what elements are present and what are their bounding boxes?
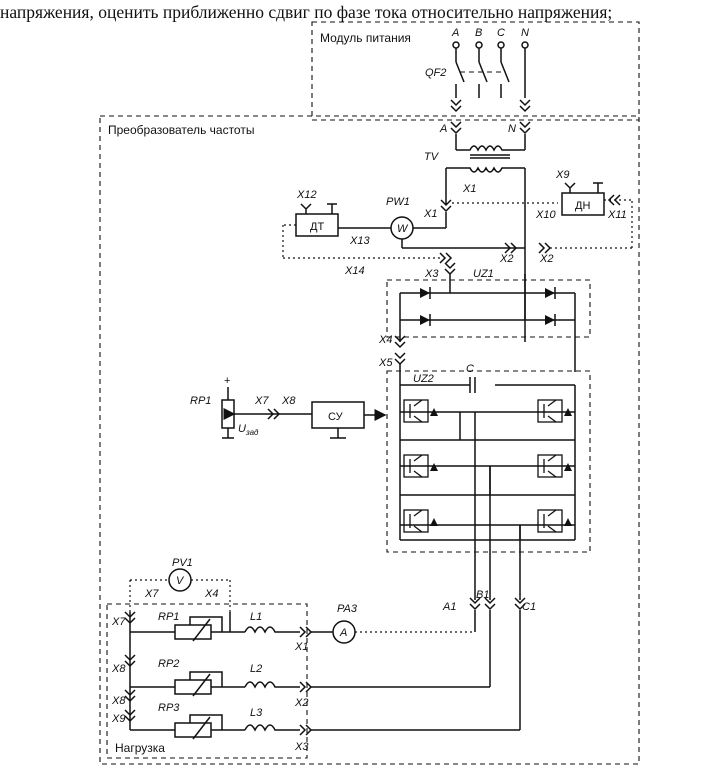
- power-module: Модуль питания A B C N QF2: [311, 21, 640, 121]
- pa3-label: PA3: [337, 603, 358, 615]
- wattmeter-pw1: W: [390, 216, 414, 240]
- qf2-label: QF2: [425, 67, 446, 79]
- pw1-label: PW1: [386, 196, 410, 208]
- conn-x4: X4: [378, 334, 392, 346]
- ammeter-symbol: A: [339, 627, 347, 639]
- inverter-uz2: [386, 364, 591, 600]
- conn-x1-top: X1: [462, 183, 476, 195]
- wattmeter-symbol: W: [397, 223, 409, 235]
- conn-x2-left: X2: [499, 253, 513, 265]
- l2-label: L2: [250, 663, 262, 675]
- load-branch-2: [130, 671, 313, 697]
- dt-label: ДТ: [310, 221, 324, 233]
- conn-x9: X9: [555, 169, 569, 181]
- conn-x14: X14: [344, 265, 365, 277]
- voltmeter-symbol: V: [176, 575, 185, 587]
- potentiometer-rp1: [221, 387, 260, 439]
- uz2-label: UZ2: [413, 373, 434, 385]
- qf2-breaker: [455, 61, 510, 98]
- pv1-label: PV1: [172, 557, 193, 569]
- load-module: Нагрузка X7 X8 X8 X9 RP1 L1 X1: [106, 603, 313, 759]
- conn-pv-x4: X4: [204, 588, 218, 600]
- phase-b-label: B: [475, 27, 482, 39]
- conn-x11: X11: [607, 209, 627, 221]
- conn-x12: X12: [296, 189, 317, 201]
- transformer-tv: [445, 134, 526, 342]
- conn-x13: X13: [349, 235, 370, 247]
- conn-a-in: A: [439, 123, 447, 135]
- cap-label: C: [466, 363, 474, 375]
- conn-x8: X8: [281, 395, 296, 407]
- l1-label: L1: [250, 611, 262, 623]
- converter-module-label: Преобразователь частоты: [108, 123, 254, 137]
- conn-load-x9: X9: [111, 713, 125, 725]
- conn-c1: C1: [522, 601, 536, 613]
- conn-load-x8b: X8: [111, 695, 126, 707]
- l3-label: L3: [250, 707, 263, 719]
- conn-x5: X5: [378, 357, 393, 369]
- conn-load-x8a: X8: [111, 663, 126, 675]
- load-branch-1: [130, 616, 313, 642]
- phase-a-label: A: [451, 27, 459, 39]
- phase-c-label: C: [497, 27, 505, 39]
- uz1-label: UZ1: [473, 268, 494, 280]
- uzad-label: Uзад: [238, 423, 259, 437]
- conn-x1-dt: X1: [423, 208, 437, 220]
- conn-pv-x7: X7: [144, 588, 159, 600]
- voltage-sensor-dn: [561, 192, 605, 216]
- voltmeter-pv1: V: [168, 568, 192, 592]
- tv-label: TV: [424, 151, 440, 163]
- conn-b1: B1: [476, 589, 489, 601]
- load-module-label: Нагрузка: [115, 741, 165, 755]
- rp2-label: RP2: [158, 658, 179, 670]
- conn-a1: A1: [442, 601, 456, 613]
- conn-load-x7: X7: [111, 616, 126, 628]
- converter-module: Преобразователь частоты A N TV X1 X1 W P…: [99, 115, 640, 765]
- power-module-label: Модуль питания: [320, 31, 411, 45]
- conn-x10: X10: [535, 209, 556, 221]
- su-label: СУ: [328, 411, 344, 423]
- conn-load-x2: X2: [294, 697, 308, 709]
- conn-n-in: N: [508, 123, 516, 135]
- ammeter-pa3: A: [332, 620, 356, 644]
- header-text: напряжения, оценить приближенно сдвиг по…: [0, 2, 613, 22]
- rp1-top-label: RP1: [190, 395, 211, 407]
- rp1-label: RP1: [158, 611, 179, 623]
- phase-n-label: N: [521, 27, 529, 39]
- conn-x7: X7: [254, 395, 269, 407]
- rp3-label: RP3: [158, 702, 180, 714]
- conn-x2-right: X2: [539, 253, 553, 265]
- load-branch-3: [130, 714, 313, 740]
- conn-x3: X3: [424, 268, 439, 280]
- conn-load-x3: X3: [294, 741, 309, 753]
- plus-sign: +: [224, 375, 230, 387]
- dn-label: ДН: [575, 200, 590, 212]
- conn-load-x1: X1: [294, 641, 308, 653]
- rectifier-uz1: [386, 274, 591, 372]
